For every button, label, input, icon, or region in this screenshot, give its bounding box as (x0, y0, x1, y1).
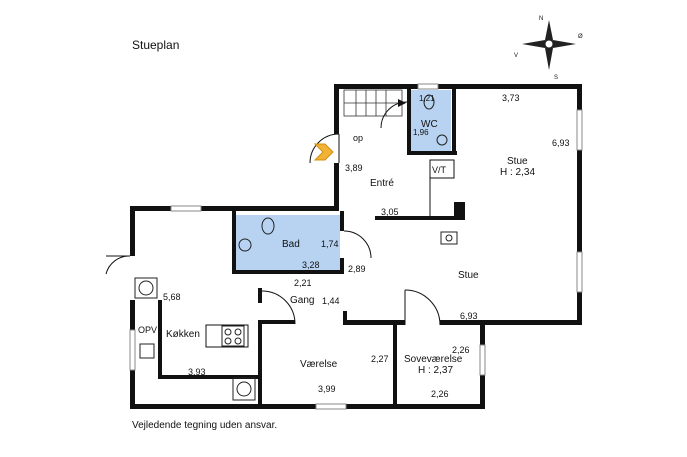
staircase (343, 89, 403, 117)
kokken-name: Køkken (166, 329, 200, 340)
entrance-arrow-icon (313, 143, 334, 161)
walls (130, 84, 582, 409)
stove-icon (221, 325, 245, 347)
stue-main-dim-b: 6,93 (552, 138, 570, 148)
compass-v: V (514, 53, 518, 59)
vaerelse-dim-b: 3,99 (318, 384, 336, 394)
wc-dim-b: 1,96 (413, 128, 429, 137)
kokken-opv: OPV (138, 325, 157, 335)
kitchen-sink-icon (139, 343, 155, 359)
windows (129, 83, 583, 410)
bad-dim-c: 2,21 (294, 278, 312, 288)
stove-symbol-icon (440, 231, 458, 245)
bad-dim-a: 1,74 (321, 239, 339, 249)
sove-dim-a: 2,26 (452, 345, 470, 355)
stue-main-height: H : 2,34 (500, 167, 535, 178)
entre-dim-a: 3,89 (345, 163, 363, 173)
wc-sink-icon (436, 134, 448, 146)
washer-icon (232, 377, 256, 401)
dishwasher-icon (134, 277, 158, 299)
bad-toilet-icon (261, 217, 275, 235)
stue-lower-name: Stue (458, 270, 479, 281)
disclaimer: Vejledende tegning uden ansvar. (132, 420, 277, 431)
bad-floor (235, 215, 340, 271)
stue-lower-dim-a: 2,89 (348, 264, 366, 274)
stue-lower-dim-b: 6,93 (460, 311, 478, 321)
stue-main-name: Stue (507, 156, 528, 167)
gang-dim-a: 1,44 (322, 296, 340, 306)
bad-dim-b: 3,28 (302, 260, 320, 270)
compass-s: S (554, 75, 558, 81)
gang-name: Gang (290, 295, 314, 306)
bad-name: Bad (282, 239, 300, 250)
sove-dim-b: 2,26 (431, 389, 449, 399)
entre-stair-label: op (353, 133, 363, 143)
entre-name: Entré (370, 178, 394, 189)
kokken-dim-b: 3,93 (188, 367, 206, 377)
page-title: Stueplan (132, 38, 179, 52)
fixtures (134, 94, 458, 401)
wc-toilet-icon (423, 94, 435, 110)
sove-name: Soveværelse (404, 354, 463, 365)
compass-n: N (539, 16, 543, 22)
entre-dim-b: 3,05 (381, 207, 399, 217)
compass-o: Ø (578, 34, 583, 40)
bad-sink-icon (238, 238, 252, 252)
wc-name: WC (421, 119, 438, 130)
sove-height: H : 2,37 (418, 365, 453, 376)
kokken-dim-a: 5,68 (163, 292, 181, 302)
compass-icon: N Ø S V (514, 16, 583, 81)
stair-arrow-icon (398, 99, 406, 107)
vaerelse-name: Værelse (300, 359, 338, 370)
stue-main-dim-a: 3,73 (502, 93, 520, 103)
vaerelse-dim-a: 2,27 (371, 354, 389, 364)
wc-dim-a: 1,21 (419, 94, 435, 103)
vt-label: V/T (432, 165, 447, 175)
wc-floor (409, 90, 451, 152)
